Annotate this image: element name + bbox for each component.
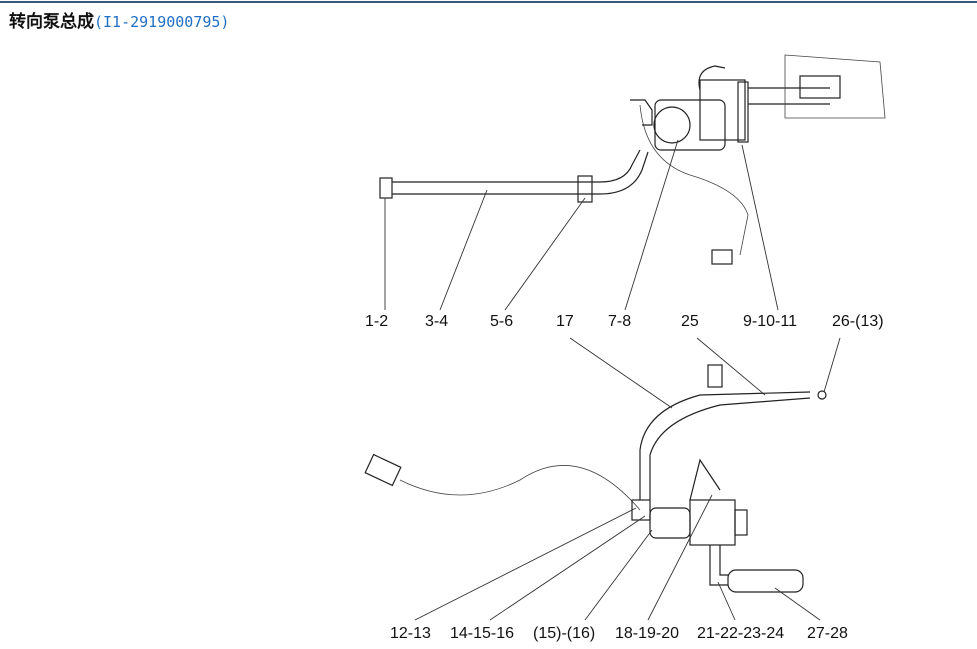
hose-upper — [639, 104, 749, 256]
valve-block — [707, 364, 723, 388]
clamp-5-6 — [577, 175, 593, 203]
label-21-22-23-24: 21-22-23-24 — [697, 625, 784, 642]
label-15-16: (15)-(16) — [533, 625, 595, 642]
pump-elbow — [698, 65, 726, 91]
label-12-13: 12-13 — [390, 625, 431, 642]
label-26-13: 26-(13) — [832, 313, 884, 330]
part-labels: 1-2 3-4 5-6 17 7-8 25 9-10-11 26-(13) 12… — [365, 313, 884, 642]
engine-bracket — [799, 75, 841, 99]
upper-assembly — [379, 54, 886, 265]
part-code: (I1-2919000795) — [94, 13, 230, 31]
pump-lower — [649, 507, 691, 539]
connector-left — [364, 453, 402, 487]
fitting-26 — [817, 390, 827, 400]
label-9-10-11: 9-10-11 — [743, 313, 797, 330]
hose-27-28 — [727, 569, 804, 593]
label-25: 25 — [681, 313, 699, 330]
label-7-8: 7-8 — [608, 313, 631, 330]
engine-outline — [784, 54, 886, 119]
harness-wire — [399, 465, 641, 511]
label-18-19-20: 18-19-20 — [615, 625, 679, 642]
label-1-2: 1-2 — [365, 313, 388, 330]
hose-connector — [630, 99, 653, 126]
fitting-1-2 — [379, 177, 393, 199]
elbow-21-24 — [709, 545, 728, 586]
leader-lines — [384, 139, 841, 621]
outlet-pipe — [748, 87, 830, 105]
inlet-18-19-20 — [689, 458, 721, 501]
fitting-12-13 — [631, 499, 651, 521]
pipe-3-4 — [392, 149, 649, 195]
page-title: 转向泵总成(I1-2919000795) — [9, 7, 229, 32]
label-5-6: 5-6 — [490, 313, 513, 330]
label-17: 17 — [556, 313, 574, 330]
pump-flange — [653, 106, 691, 144]
lower-assembly — [364, 364, 827, 593]
pump-7-8 — [654, 99, 726, 151]
pump-body — [699, 79, 746, 141]
title-text: 转向泵总成 — [9, 12, 94, 31]
label-3-4: 3-4 — [425, 313, 448, 330]
pump-shaft — [734, 509, 748, 536]
label-14-15-16: 14-15-16 — [450, 625, 514, 642]
top-border — [0, 1, 977, 3]
pump-body-lower — [689, 499, 736, 546]
hose-17-25 — [639, 391, 811, 500]
flange-9-10-11 — [737, 81, 749, 143]
label-27-28: 27-28 — [807, 625, 848, 642]
hose-fitting — [711, 249, 733, 265]
